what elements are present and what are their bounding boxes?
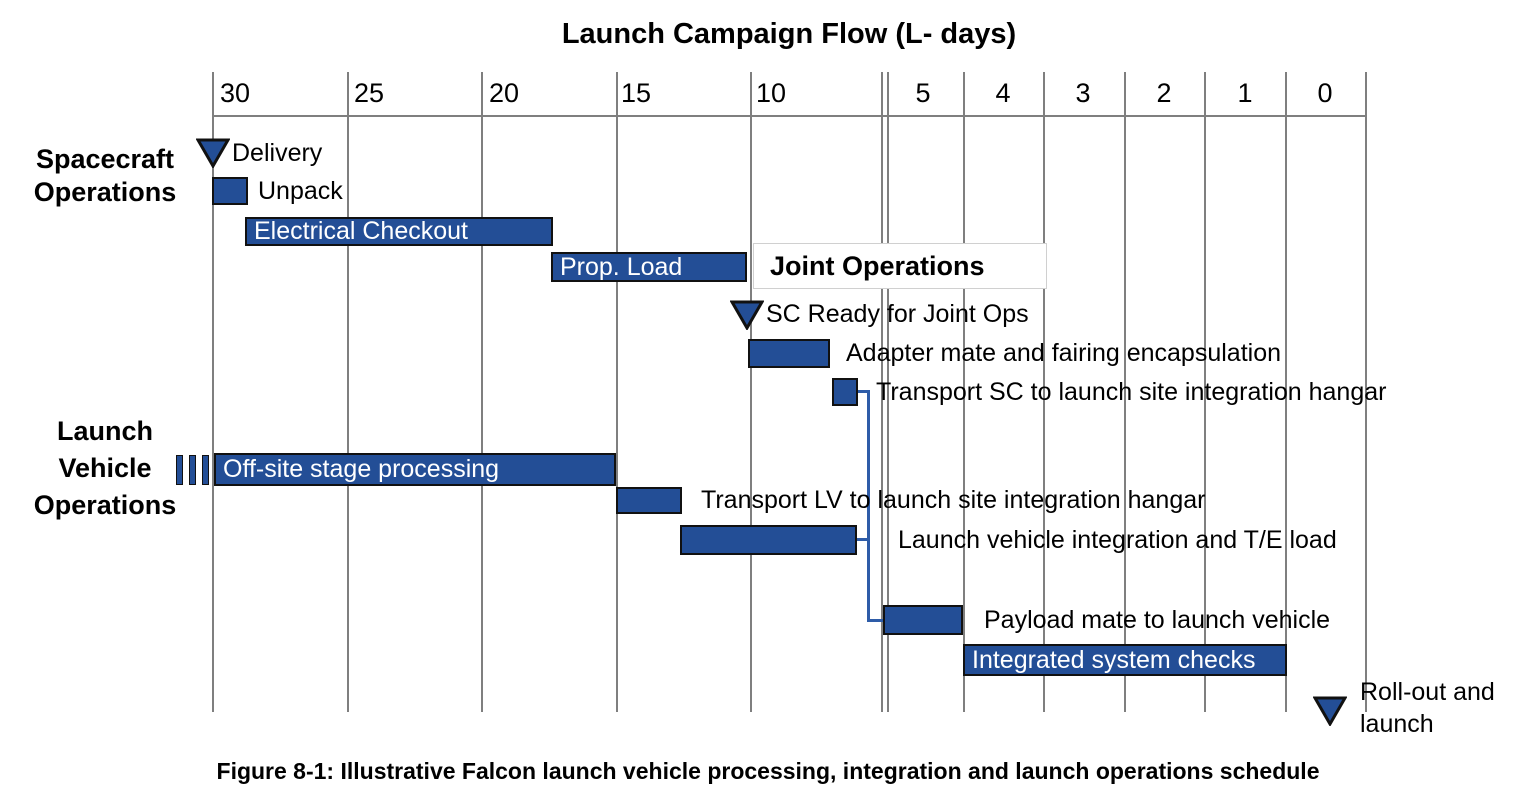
- gridline-day1-0: [1285, 72, 1287, 712]
- task-label-adapter-mate: Adapter mate and fairing encapsulation: [846, 339, 1282, 367]
- task-bar-prop-load: Prop. Load: [551, 252, 747, 282]
- dependency-connector: [857, 538, 869, 541]
- task-bar-lv-integration: [680, 525, 857, 555]
- task-bar-offsite-stage-processing: Off-site stage processing: [214, 453, 616, 486]
- milestone-rollout-icon: [1313, 696, 1347, 726]
- tick-label-3: 3: [1075, 78, 1091, 108]
- gridline-10: [750, 72, 752, 712]
- offsite-lead-tick: [176, 455, 183, 485]
- dependency-connector: [858, 390, 870, 393]
- gridline-day4-3: [1043, 72, 1045, 712]
- scale-break-line-b: [887, 72, 889, 712]
- tick-label-2: 2: [1156, 78, 1172, 108]
- gridline-day2-1: [1204, 72, 1206, 712]
- joint-operations-header: Joint Operations: [753, 243, 1047, 289]
- task-bar-unpack: [212, 177, 248, 205]
- task-label-transport-lv: Transport LV to launch site integration …: [701, 486, 1206, 514]
- offsite-lead-tick: [202, 455, 209, 485]
- tick-label-10: 10: [756, 78, 787, 108]
- tick-label-5: 5: [915, 78, 931, 108]
- tick-label-20: 20: [489, 78, 520, 108]
- chart-title: Launch Campaign Flow (L- days): [561, 18, 1017, 50]
- gridline-30: [212, 72, 214, 712]
- task-bar-transport-lv: [616, 487, 682, 514]
- tick-label-0: 0: [1317, 78, 1333, 108]
- gridline-end: [1365, 72, 1367, 712]
- task-label-offsite-stage-processing: Off-site stage processing: [223, 455, 500, 483]
- tick-label-15: 15: [621, 78, 652, 108]
- task-bar-electrical-checkout: Electrical Checkout: [245, 217, 553, 246]
- gridline-25: [347, 72, 349, 712]
- task-label-unpack: Unpack: [258, 177, 343, 205]
- dependency-connector: [867, 619, 884, 622]
- task-label-electrical-checkout: Electrical Checkout: [254, 219, 468, 244]
- task-label-prop-load: Prop. Load: [560, 254, 683, 280]
- task-label-lv-integration: Launch vehicle integration and T/E load: [898, 526, 1337, 554]
- task-bar-adapter-mate: [748, 339, 830, 368]
- gridline-15: [616, 72, 618, 712]
- task-bar-integrated-system-checks: Integrated system checks: [963, 644, 1287, 676]
- milestone-delivery-icon: [196, 138, 230, 168]
- gridline-20: [481, 72, 483, 712]
- figure-caption: Figure 8-1: Illustrative Falcon launch v…: [216, 758, 1320, 784]
- axis-line: [212, 115, 1367, 117]
- task-label-payload-mate: Payload mate to launch vehicle: [984, 606, 1331, 634]
- task-bar-transport-sc: [832, 378, 858, 406]
- milestone-sc-ready-icon: [730, 300, 764, 330]
- tick-label-4: 4: [995, 78, 1011, 108]
- scale-break-line-a: [881, 72, 883, 712]
- tick-label-25: 25: [354, 78, 385, 108]
- tick-label-30: 30: [220, 78, 251, 108]
- task-label-sc-ready: SC Ready for Joint Ops: [766, 300, 1029, 328]
- task-label-integrated-system-checks: Integrated system checks: [972, 646, 1256, 674]
- dependency-connector: [867, 390, 870, 621]
- gridline-day3-2: [1124, 72, 1126, 712]
- tick-label-1: 1: [1237, 78, 1253, 108]
- section-label-launch-vehicle-operations: Launch Vehicle Operations: [33, 416, 177, 520]
- section-label-spacecraft-operations: Spacecraft Operations: [33, 144, 177, 207]
- task-label-delivery: Delivery: [232, 139, 323, 167]
- gridline-day5-4: [963, 72, 965, 712]
- offsite-lead-tick: [189, 455, 196, 485]
- task-label-rollout: Roll-out and launch: [1360, 678, 1495, 738]
- task-label-transport-sc: Transport SC to launch site integration …: [876, 378, 1387, 406]
- task-bar-payload-mate: [883, 605, 963, 635]
